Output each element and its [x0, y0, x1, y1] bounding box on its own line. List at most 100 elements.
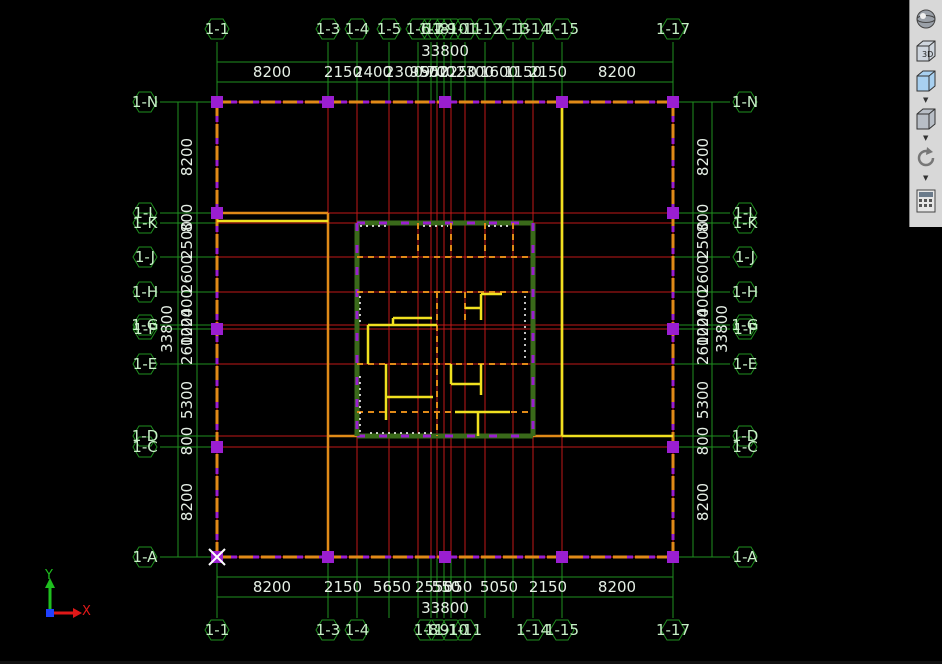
- column: [667, 96, 679, 108]
- grid-label-left: 1-E: [133, 355, 157, 373]
- bottom-segment-dim: 5050: [480, 578, 518, 596]
- top-segment-dim: 2300: [385, 63, 423, 81]
- column: [667, 551, 679, 563]
- grid-bubble: [732, 246, 758, 268]
- grid-label-top: 1-4: [345, 20, 370, 38]
- right-segment-dim: 2600: [694, 327, 712, 365]
- grid-label-top: 1-13: [496, 20, 530, 38]
- axis-x-label: X: [82, 604, 91, 619]
- column: [667, 441, 679, 453]
- grid-label-left: 1-F: [133, 320, 157, 338]
- left-segment-dim: 800: [178, 204, 196, 233]
- grid-label-bottom: 1-15: [545, 621, 579, 639]
- top-segment-dim: 8200: [253, 63, 291, 81]
- grid-label-top: 1-14: [516, 20, 550, 38]
- axis-extension-lines: [160, 42, 730, 618]
- 3d-view-label: 3D: [922, 50, 934, 59]
- calculator-button[interactable]: [913, 188, 939, 214]
- grid-label-right: 1-L: [733, 204, 757, 222]
- axis-y-label: Y: [45, 568, 53, 583]
- rotate-icon: [917, 147, 935, 167]
- column: [667, 207, 679, 219]
- rotate-dropdown-caret[interactable]: ▼: [923, 174, 929, 182]
- grid-bubble: [660, 619, 686, 641]
- box-view-icon: [916, 70, 936, 92]
- grid-label-top: 1-9: [432, 20, 457, 38]
- left-segment-dim: 1200: [178, 308, 196, 346]
- grid-bubble: [132, 425, 158, 447]
- grid-bubble: [732, 202, 758, 224]
- right-segment-dim: 1200: [694, 308, 712, 346]
- grid-label-left: 1-H: [132, 283, 158, 301]
- grid-label-right: 1-H: [732, 283, 758, 301]
- rotate-button[interactable]: [913, 145, 939, 171]
- grid-bubble: [344, 619, 370, 641]
- top-segment-dim: 1600: [480, 63, 518, 81]
- bottom-segment-dim: 2150: [529, 578, 567, 596]
- box-view-dropdown-caret[interactable]: ▼: [923, 96, 929, 104]
- grid-label-top: 1-12: [468, 20, 502, 38]
- grid-label-top: 1-3: [316, 20, 341, 38]
- top-segment-dim: 2150: [529, 63, 567, 81]
- grid-bubble: [732, 353, 758, 375]
- right-segment-dim: 2500: [694, 221, 712, 259]
- left-segment-dim: 800: [178, 427, 196, 456]
- grid-label-right: 1-C: [732, 438, 757, 456]
- top-segment-dim: 950: [410, 63, 439, 81]
- right-total-dim: 33800: [713, 305, 731, 353]
- box-view-button[interactable]: [913, 68, 939, 94]
- columns: [211, 96, 679, 563]
- grid-bubble: [431, 18, 457, 40]
- grid-bubble: [132, 353, 158, 375]
- grid-label-left: 1-A: [133, 548, 159, 566]
- grid-bubble: [732, 318, 758, 340]
- grid-bubble: [405, 18, 431, 40]
- grid-bubble: [132, 202, 158, 224]
- grid-label-bottom: 1-9: [425, 621, 450, 639]
- status-strip: [0, 661, 942, 664]
- grid-label-left: 1-L: [133, 204, 157, 222]
- box-side-dropdown-caret[interactable]: ▼: [923, 134, 929, 142]
- grid-label-left: 1-C: [132, 438, 157, 456]
- dimension-lines: [177, 61, 713, 598]
- 3d-view-button[interactable]: 3D: [913, 38, 939, 64]
- grid-bubble: [315, 18, 341, 40]
- grid-label-bottom: 1-8: [414, 621, 439, 639]
- grid-bubble: [132, 281, 158, 303]
- right-segment-dim: 800: [694, 204, 712, 233]
- grid-label-top: 1-5: [377, 20, 402, 38]
- grid-label-top: 1-15: [545, 20, 579, 38]
- left-total-dim: 33800: [158, 305, 176, 353]
- bottom-segment-dim: 2150: [324, 578, 362, 596]
- top-segment-dim: 1150: [504, 63, 542, 81]
- column: [667, 323, 679, 335]
- bottom-segment-dim: 550: [432, 578, 461, 596]
- grid-bubble: [132, 546, 158, 568]
- grid-label-top: 1-8: [425, 20, 450, 38]
- grid-bubble: [660, 18, 686, 40]
- grid-bubble: [732, 314, 758, 336]
- grid-bubble: [438, 18, 464, 40]
- axis-triad-icon: [45, 578, 82, 618]
- calculator-icon: [916, 189, 936, 213]
- grid-bubble: [315, 619, 341, 641]
- grid-label-top: 1-7: [419, 20, 444, 38]
- box-side-button[interactable]: [913, 106, 939, 132]
- bottom-segment-dim: 550: [444, 578, 473, 596]
- top-segment-dim: 2250: [439, 63, 477, 81]
- column: [439, 551, 451, 563]
- column: [211, 441, 223, 453]
- column: [439, 96, 451, 108]
- globe-render-icon[interactable]: [913, 6, 939, 32]
- grid-label-bottom: 1-11: [448, 621, 482, 639]
- grid-bubble: [424, 619, 450, 641]
- grid-lines: [216, 101, 674, 558]
- grid-label-top: 1-10: [434, 20, 468, 38]
- grid-bubble: [520, 619, 546, 641]
- right-segment-dim: 8200: [694, 138, 712, 176]
- axis-triad: Y X: [40, 568, 100, 620]
- grid-bubble: [438, 619, 464, 641]
- top-segment-dim: 950: [421, 63, 450, 81]
